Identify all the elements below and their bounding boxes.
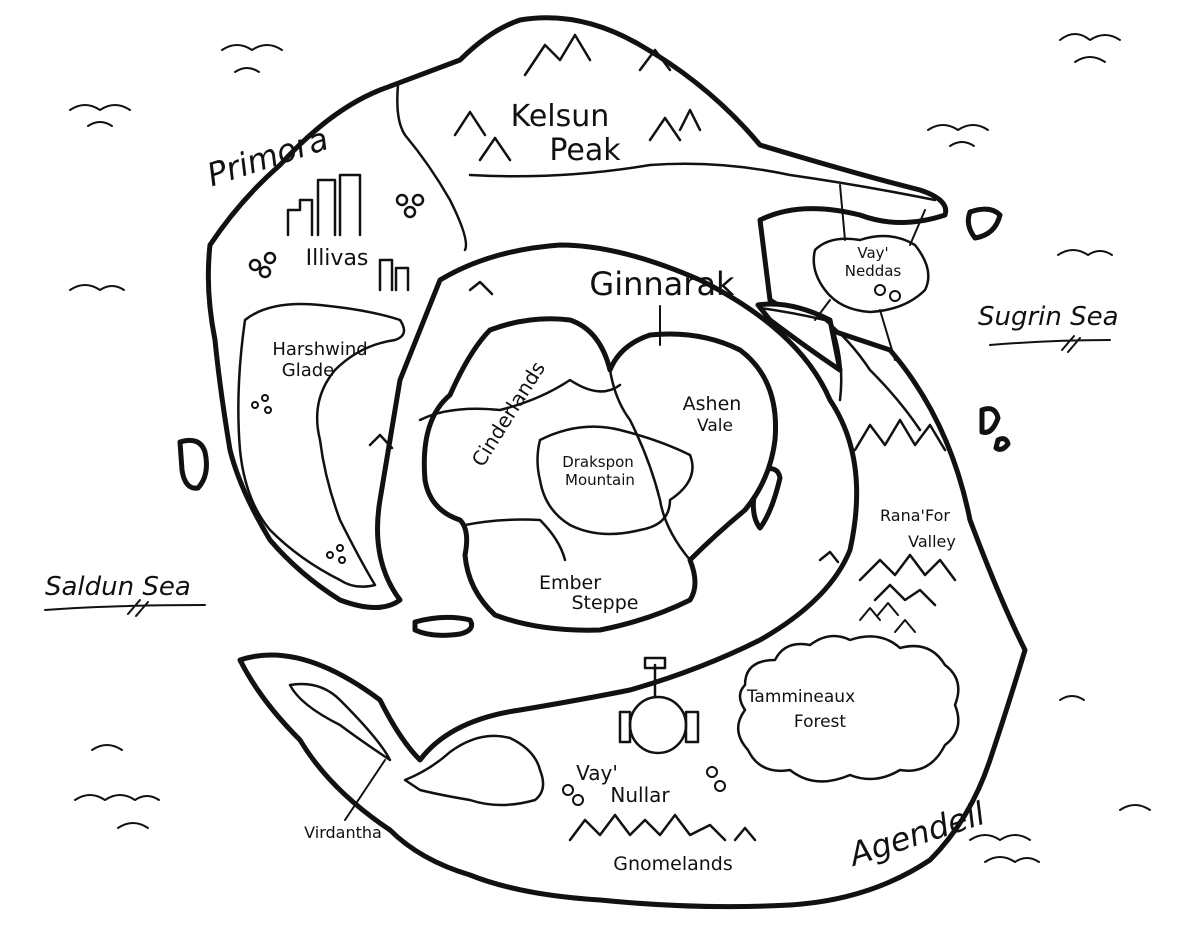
label-glade: Glade xyxy=(282,360,334,381)
label-harshwind: Harshwind xyxy=(272,339,367,360)
label-mountain: Mountain xyxy=(565,471,635,489)
label-ginnarak: Ginnarak xyxy=(589,265,735,303)
sea-waves xyxy=(69,33,1151,863)
small-islands xyxy=(177,206,1011,638)
mountain-glyphs xyxy=(368,33,957,842)
ginnarak-island xyxy=(421,316,779,633)
label-peak: Peak xyxy=(549,133,621,168)
virdantha-pointer xyxy=(344,759,386,821)
label-sugrin-sea: Sugrin Sea xyxy=(978,302,1119,332)
illivas-city-icon xyxy=(248,173,425,292)
label-vale: Vale xyxy=(697,416,733,436)
label-virdantha: Virdantha xyxy=(304,823,382,842)
label-vay-neddas-2: Neddas xyxy=(845,262,902,280)
label-tammineaux-2: Forest xyxy=(794,712,847,732)
label-rana-for-2: Valley xyxy=(908,532,956,551)
label-drakspon: Drakspon xyxy=(562,453,634,471)
label-saldun-sea: Saldun Sea xyxy=(45,572,191,602)
label-illivas: Illivas xyxy=(306,246,369,271)
label-vay-nullar-2: Nullar xyxy=(610,783,670,807)
decor-dots xyxy=(251,394,726,806)
sea-labels: Sugrin Sea Saldun Sea xyxy=(44,302,1119,617)
village-icon xyxy=(859,602,916,633)
tammineaux-forest xyxy=(737,634,960,783)
label-rana-for-1: Rana'For xyxy=(880,506,950,525)
label-steppe: Steppe xyxy=(571,592,638,614)
tower-icon xyxy=(618,656,700,755)
label-tammineaux-1: Tammineaux xyxy=(746,687,855,707)
label-vay-neddas-1: Vay' xyxy=(857,244,888,262)
label-kelsun: Kelsun xyxy=(511,99,610,134)
region-borders xyxy=(237,83,937,807)
vay-neddas-icon xyxy=(812,184,930,361)
label-ember: Ember xyxy=(539,572,601,594)
label-gnomelands: Gnomelands xyxy=(613,853,733,875)
label-ashen: Ashen xyxy=(683,393,742,415)
label-vay-nullar-1: Vay' xyxy=(576,761,618,785)
